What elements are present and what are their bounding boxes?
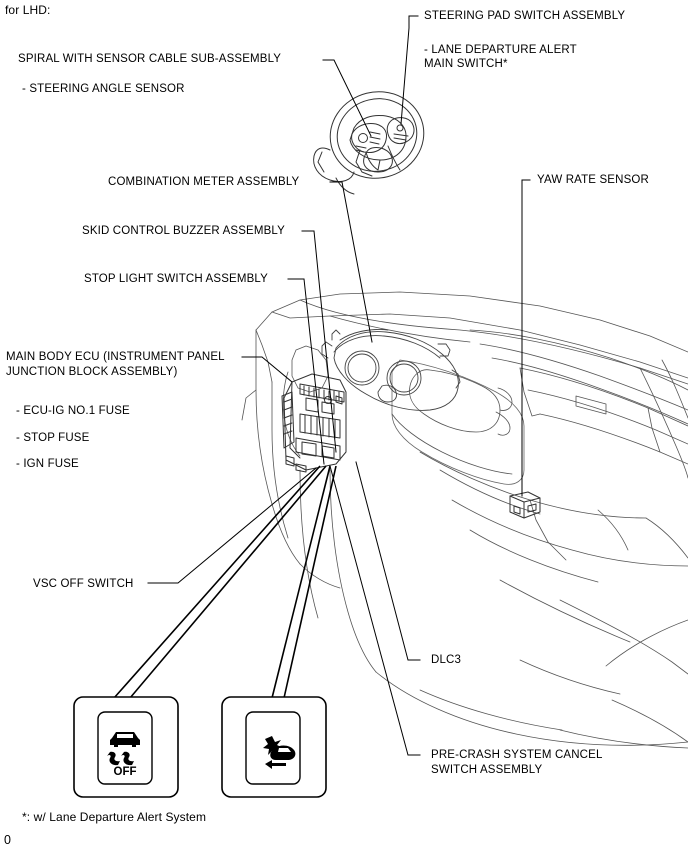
label-stop-light-switch-assembly: STOP LIGHT SWITCH ASSEMBLY [84, 273, 268, 285]
pre-crash-switch-panel-graphic [221, 696, 327, 798]
header-note: for LHD: [5, 3, 51, 17]
leader-steering-pad-switch [400, 15, 419, 125]
label-combination-meter-assembly: COMBINATION METER ASSEMBLY [108, 176, 300, 188]
label-main-body-ecu-line1: MAIN BODY ECU (INSTRUMENT PANEL [6, 351, 225, 363]
label-pre-crash-system-cancel-line1: PRE-CRASH SYSTEM CANCEL [431, 749, 603, 761]
vsc-off-switch-panel-graphic: OFF [73, 696, 179, 798]
leader-main-body-ecu [241, 356, 293, 383]
label-ecu-ig-no1-fuse: - ECU-IG NO.1 FUSE [16, 405, 130, 417]
leader-vsc-off-switch [147, 467, 317, 584]
label-dlc3: DLC3 [431, 654, 462, 666]
leader-skid-control-buzzer [301, 230, 337, 453]
label-lane-departure-alert-line1: - LANE DEPARTURE ALERT [424, 44, 577, 56]
label-pre-crash-system-cancel-line2: SWITCH ASSEMBLY [431, 764, 543, 776]
label-stop-fuse: - STOP FUSE [16, 432, 90, 444]
leader-yaw-rate-sensor [521, 179, 531, 497]
leader-combination-meter [329, 181, 373, 343]
footnote-lane-departure-alert-system: *: w/ Lane Departure Alert System [22, 810, 207, 824]
label-steering-angle-sensor: - STEERING ANGLE SENSOR [22, 83, 185, 95]
callout-to-precrash-panel-b [283, 465, 337, 699]
label-vsc-off-switch: VSC OFF SWITCH [33, 578, 134, 590]
label-main-body-ecu-line2: JUNCTION BLOCK ASSEMBLY) [6, 366, 178, 378]
leader-dlc3 [355, 461, 421, 661]
label-yaw-rate-sensor: YAW RATE SENSOR [537, 174, 649, 186]
leader-spiral-cable [322, 59, 372, 137]
page-number: 0 [4, 833, 12, 847]
label-steering-pad-switch-assembly: STEERING PAD SWITCH ASSEMBLY [424, 10, 626, 22]
label-ign-fuse: - IGN FUSE [16, 458, 79, 470]
callout-to-vsc-panel-b [129, 465, 327, 699]
label-lane-departure-alert-line2: MAIN SWITCH* [424, 58, 508, 70]
callout-to-precrash-panel-a [271, 465, 331, 699]
label-skid-control-buzzer-assembly: SKID CONTROL BUZZER ASSEMBLY [82, 225, 285, 237]
callout-to-vsc-panel-a [113, 465, 321, 700]
leader-stop-light-switch [287, 278, 325, 465]
label-spiral-with-sensor-cable: SPIRAL WITH SENSOR CABLE SUB-ASSEMBLY [18, 53, 282, 65]
leader-pre-crash-switch [329, 465, 421, 756]
svg-text:OFF: OFF [114, 766, 137, 778]
